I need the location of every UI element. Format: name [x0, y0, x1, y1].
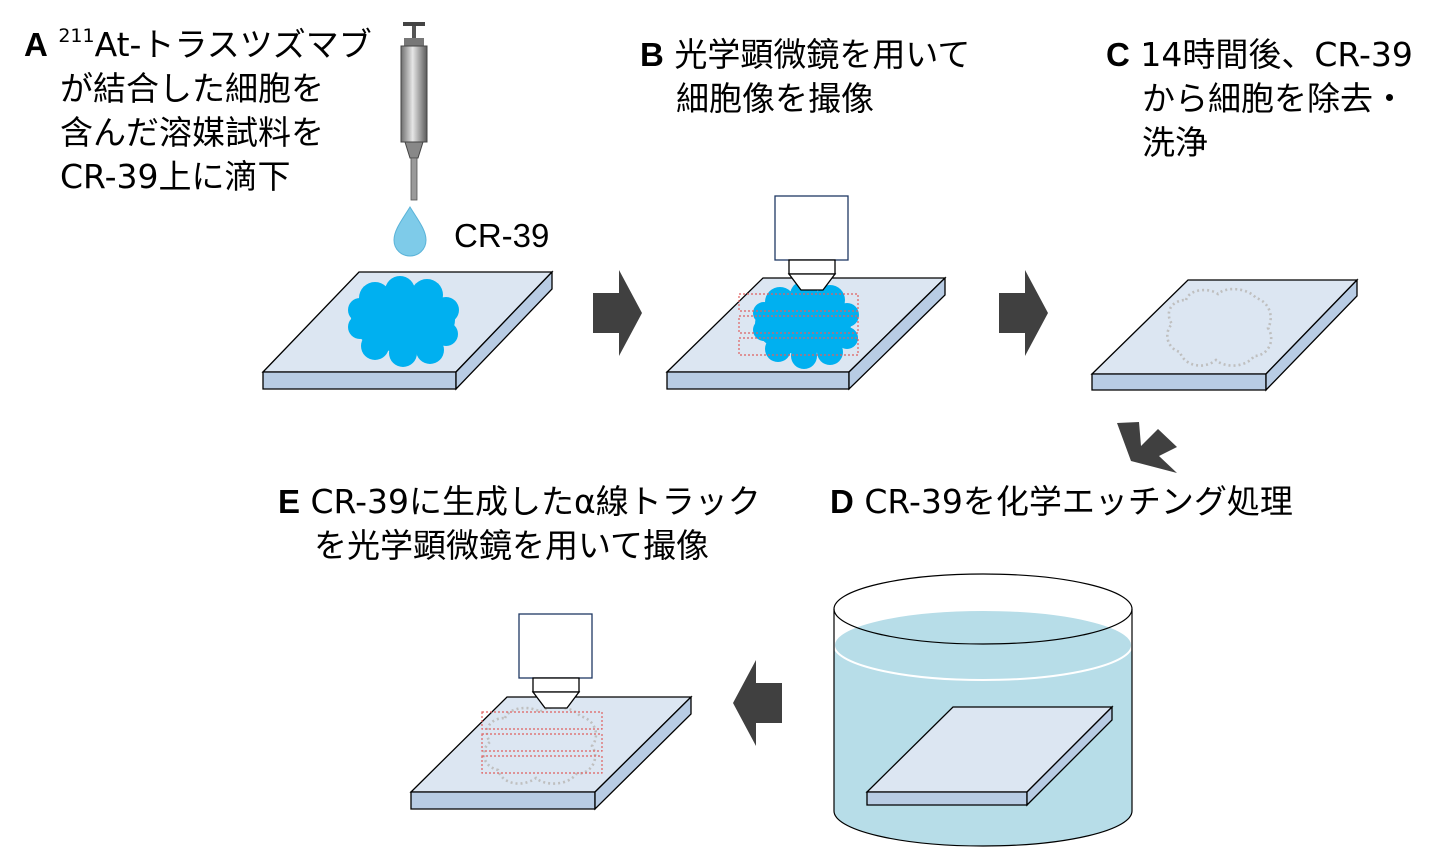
- etching-bath-icon: [833, 573, 1133, 847]
- cr39-slab-c: [1090, 278, 1359, 392]
- arrow-right-icon: [593, 270, 642, 356]
- step-e-letter: E: [278, 483, 301, 520]
- step-d-letter: D: [830, 483, 854, 520]
- step-a-line3: 含んだ溶媒試料を: [60, 113, 324, 152]
- step-a-line2: が結合した細胞を: [60, 69, 324, 108]
- cr39-slab-d: [865, 705, 1114, 807]
- arrow-down-left-icon: [1117, 422, 1177, 473]
- step-a-line1: At-トラスツズマブ: [94, 25, 372, 64]
- step-c-letter: C: [1106, 36, 1130, 73]
- step-c-line3: 洗浄: [1142, 123, 1208, 162]
- cr39-label: CR-39: [454, 217, 550, 254]
- microscope-objective-icon: [518, 613, 593, 709]
- step-b-letter: B: [640, 36, 664, 73]
- step-a-line4: CR-39上に滴下: [60, 157, 291, 196]
- step-b-label: B 光学顕微鏡を用いて 細胞像を撮像: [640, 33, 970, 121]
- arrow-left-icon: [733, 660, 782, 746]
- step-d-label: D CR-39を化学エッチング処理: [830, 480, 1293, 524]
- step-e-line2: を光学顕微鏡を用いて撮像: [314, 526, 710, 565]
- arrow-right-icon: [999, 270, 1048, 356]
- microscope-objective-icon: [774, 195, 849, 291]
- step-d-line1: CR-39を化学エッチング処理: [864, 482, 1293, 521]
- step-b-line2: 細胞像を撮像: [676, 79, 874, 118]
- step-e-label: E CR-39に生成したα線トラック を光学顕微鏡を用いて撮像: [278, 480, 761, 568]
- isotope-mass-number: 211: [58, 25, 95, 47]
- step-c-line1: 14時間後、CR-39: [1140, 35, 1413, 74]
- pipette-icon: [400, 22, 428, 201]
- step-a-label: A 211At-トラスツズマブ が結合した細胞を 含んだ溶媒試料を CR-39上…: [24, 23, 372, 199]
- step-b-line1: 光学顕微鏡を用いて: [674, 35, 971, 74]
- cr39-slab-e: [409, 695, 693, 811]
- cells-under-microscope: [738, 281, 859, 369]
- step-c-line2: から細胞を除去・: [1142, 79, 1406, 118]
- cell-droplet-spread: [348, 276, 459, 367]
- step-a-letter: A: [24, 26, 48, 63]
- step-e-line1: CR-39に生成したα線トラック: [310, 482, 761, 521]
- step-c-label: C 14時間後、CR-39 から細胞を除去・ 洗浄: [1106, 33, 1413, 165]
- droplet-icon: [393, 206, 427, 257]
